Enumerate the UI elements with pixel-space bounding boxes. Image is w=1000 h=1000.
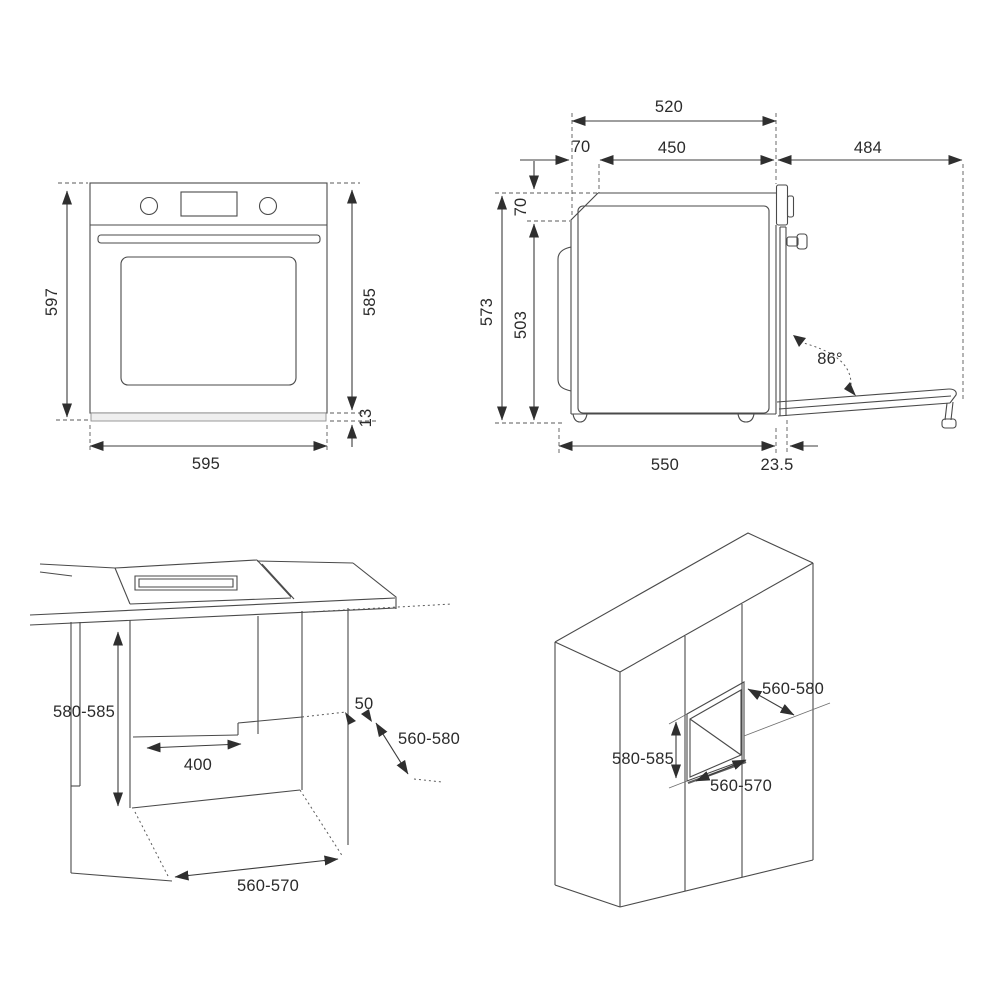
oven-knob-left bbox=[139, 196, 159, 216]
dim-front-height-body: 585 bbox=[360, 287, 379, 317]
dim-side-back-height: 573 bbox=[477, 297, 496, 327]
dim-side-depth-bottom: 550 bbox=[650, 455, 680, 474]
door-open-profile bbox=[776, 388, 957, 429]
oven-back-housing bbox=[557, 246, 572, 392]
dim-base-niche-height: 580-585 bbox=[53, 702, 115, 721]
oven-handle bbox=[97, 234, 321, 244]
oven-display bbox=[180, 191, 238, 217]
oven-plinth bbox=[90, 412, 327, 422]
dim-side-depth-inner: 450 bbox=[657, 138, 687, 157]
dim-front-width: 595 bbox=[191, 454, 221, 473]
door-closed-profile bbox=[779, 226, 787, 416]
dim-tall-niche-width: 560-570 bbox=[710, 776, 772, 795]
dim-side-top-offset: 70 bbox=[571, 137, 591, 156]
oven-door-glass bbox=[120, 256, 297, 386]
dim-side-door-open-depth: 484 bbox=[853, 138, 883, 157]
side-view-drawing bbox=[495, 113, 964, 454]
dim-tall-niche-height: 580-585 bbox=[612, 749, 674, 768]
dim-side-depth-total: 520 bbox=[654, 97, 684, 116]
dim-tall-niche-depth: 560-580 bbox=[762, 679, 824, 698]
dim-base-niche-width: 560-570 bbox=[237, 876, 299, 895]
tall-cabinet-drawing bbox=[554, 532, 831, 908]
dim-base-niche-depth: 560-580 bbox=[398, 729, 460, 748]
dim-front-height-overall: 597 bbox=[42, 287, 61, 317]
front-view-drawing bbox=[56, 182, 378, 452]
dim-side-door-thickness: 23.5 bbox=[760, 455, 794, 474]
dim-side-cavity-height: 503 bbox=[511, 310, 530, 340]
oven-cavity bbox=[577, 205, 770, 414]
dim-base-rear-gap: 50 bbox=[354, 694, 374, 713]
door-swing-arc bbox=[799, 341, 852, 387]
oven-foot-left bbox=[572, 413, 588, 423]
hob-cutout bbox=[114, 559, 295, 605]
dim-side-top-gap: 70 bbox=[511, 197, 530, 217]
dim-side-door-angle: 86° bbox=[817, 349, 843, 368]
knob-side bbox=[786, 236, 799, 247]
column-niche bbox=[668, 681, 831, 789]
oven-knob-right bbox=[258, 196, 278, 216]
dim-base-vent-width: 400 bbox=[183, 755, 213, 774]
oven-foot-right bbox=[737, 413, 755, 423]
base-cabinet-drawing bbox=[29, 559, 453, 882]
door-handle-side bbox=[941, 418, 957, 429]
dim-front-plinth: 13 bbox=[356, 408, 375, 428]
control-panel-side bbox=[775, 184, 789, 226]
